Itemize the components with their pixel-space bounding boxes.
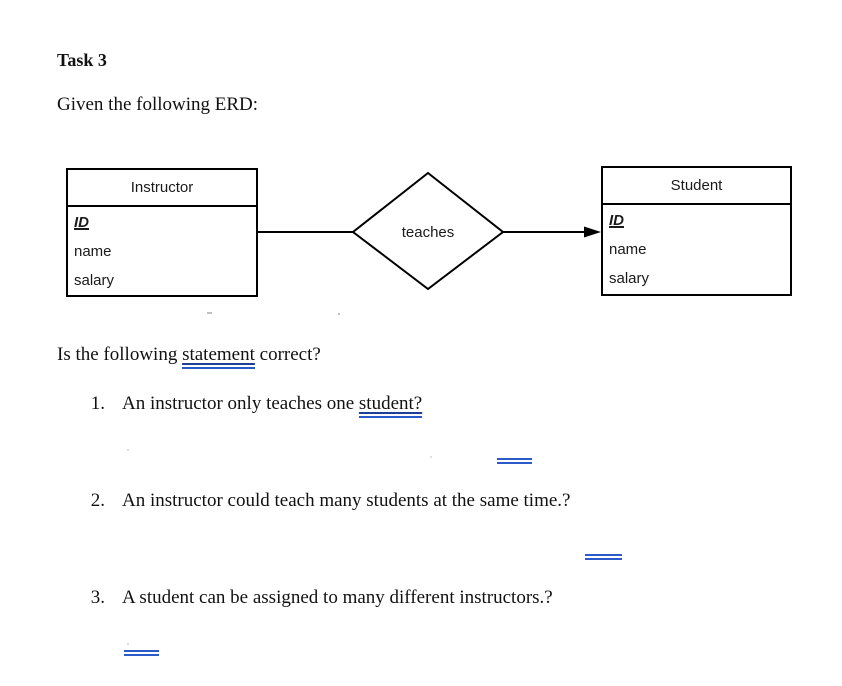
statement-text-plain: An instructor only teaches one	[122, 393, 359, 414]
attribute-salary: salary	[74, 272, 115, 289]
attribute-name: name	[609, 241, 647, 258]
task-heading: Task 3	[57, 50, 107, 70]
statement-text: An instructor only teaches one student?	[122, 393, 423, 418]
attribute-salary: salary	[609, 270, 650, 287]
entity-student-title: Student	[603, 168, 790, 205]
grammar-suggestion-mark	[585, 554, 622, 560]
intro-text: Given the following ERD:	[57, 94, 259, 115]
grammar-suggestion-mark	[124, 650, 159, 656]
statement-item-3: 3. A student can be assigned to many diff…	[86, 585, 553, 611]
grammar-flagged-word: student?	[358, 393, 423, 418]
statement-text-plain: An instructor could teach many students …	[122, 490, 571, 511]
relationship-diamond	[351, 171, 505, 291]
statement-number: 2.	[90, 490, 105, 511]
grammar-suggestion-mark	[497, 458, 532, 464]
stray-mark	[338, 313, 340, 315]
relationship-label: teaches	[402, 224, 455, 241]
stray-mark	[430, 456, 432, 458]
statement-text: An instructor could teach many students …	[122, 490, 571, 511]
erd-diagram: teaches	[257, 171, 601, 291]
attribute-name: name	[74, 243, 112, 260]
statement-text: A student can be assigned to many differ…	[122, 587, 553, 608]
entity-student: Student ID name salary	[601, 166, 792, 296]
question-text-before: Is the following	[57, 344, 183, 365]
statement-text-plain: A student can be assigned to many differ…	[122, 587, 553, 608]
stray-mark	[127, 643, 129, 645]
attribute-id: ID	[609, 212, 624, 229]
entity-instructor-attributes: ID name salary	[68, 207, 256, 294]
entity-student-attributes: ID name salary	[603, 205, 790, 292]
statement-item-1: 1. An instructor only teaches one student…	[86, 391, 423, 418]
question-text-after: correct?	[254, 344, 321, 365]
statement-item-2: 2. An instructor could teach many student…	[86, 488, 571, 514]
stray-mark	[207, 312, 212, 314]
question-line: Is the following statement correct?	[57, 342, 321, 369]
statement-number: 1.	[90, 393, 105, 414]
attribute-id: ID	[74, 214, 89, 231]
stray-mark	[127, 449, 129, 451]
entity-instructor-title: Instructor	[68, 170, 256, 207]
statement-number: 3.	[90, 587, 105, 608]
grammar-flagged-word: statement	[182, 344, 255, 369]
entity-instructor: Instructor ID name salary	[66, 168, 258, 297]
arrowhead-icon	[584, 226, 601, 238]
